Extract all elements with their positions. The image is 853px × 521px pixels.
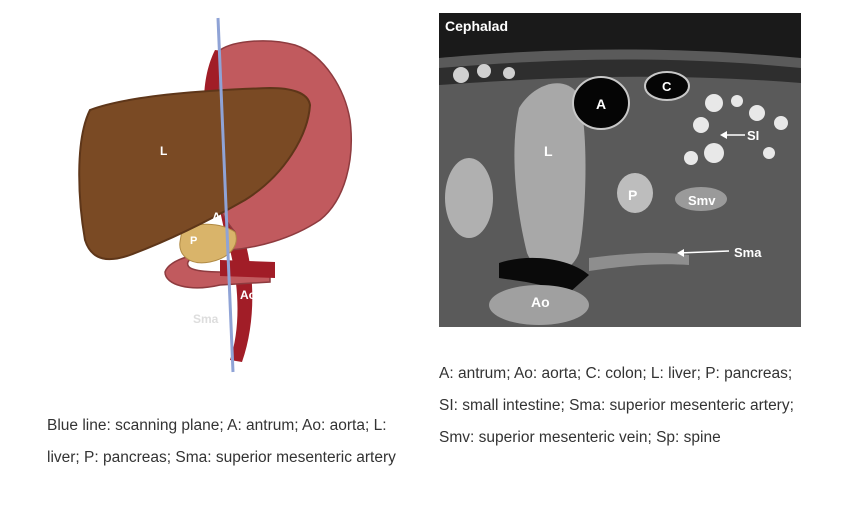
liver-shape xyxy=(78,86,312,261)
sma-arrow xyxy=(678,250,730,254)
antrum-label: A xyxy=(212,210,221,224)
ct-smv-label: Smv xyxy=(688,193,716,208)
ct-orientation-label: Cephalad xyxy=(445,18,508,34)
aorta-label: Ao xyxy=(240,288,256,302)
anatomy-diagram: L A P Ao Sma xyxy=(70,10,370,380)
ct-aorta-label: Ao xyxy=(531,294,550,310)
ct-liver xyxy=(514,83,586,273)
liver-label: L xyxy=(160,144,167,158)
sma-label: Sma xyxy=(193,312,219,326)
ct-colon-label: C xyxy=(662,79,672,94)
ct-pancreas-label: P xyxy=(628,187,637,203)
scanning-plane-line xyxy=(216,17,235,373)
anatomy-illustration: L A P Ao Sma xyxy=(78,17,352,373)
ct-illustration: Cephalad A C SI L P Smv Sma Ao xyxy=(439,13,801,327)
ct-si-label: SI xyxy=(747,128,759,143)
ct-sma-label: Sma xyxy=(734,245,762,260)
ct-small-intestine xyxy=(684,94,788,165)
ct-liver-label: L xyxy=(544,143,553,159)
sma-shape xyxy=(220,260,275,278)
ct-smv xyxy=(675,187,727,211)
ct-antrum xyxy=(572,76,630,130)
left-figure-caption: Blue line: scanning plane; A: antrum; Ao… xyxy=(47,417,396,466)
ct-scan-image: Cephalad A C SI L P Smv Sma Ao xyxy=(439,13,801,327)
pancreas-label: P xyxy=(190,235,197,247)
pancreas-shape xyxy=(179,223,237,264)
ct-antrum-label: A xyxy=(596,96,606,112)
ct-figure-caption: A: antrum; Ao: aorta; C: colon; L: liver… xyxy=(439,365,794,446)
ct-colon xyxy=(644,71,690,101)
ct-aorta xyxy=(489,285,589,325)
ct-sma xyxy=(589,252,689,271)
ct-pancreas xyxy=(617,173,653,213)
